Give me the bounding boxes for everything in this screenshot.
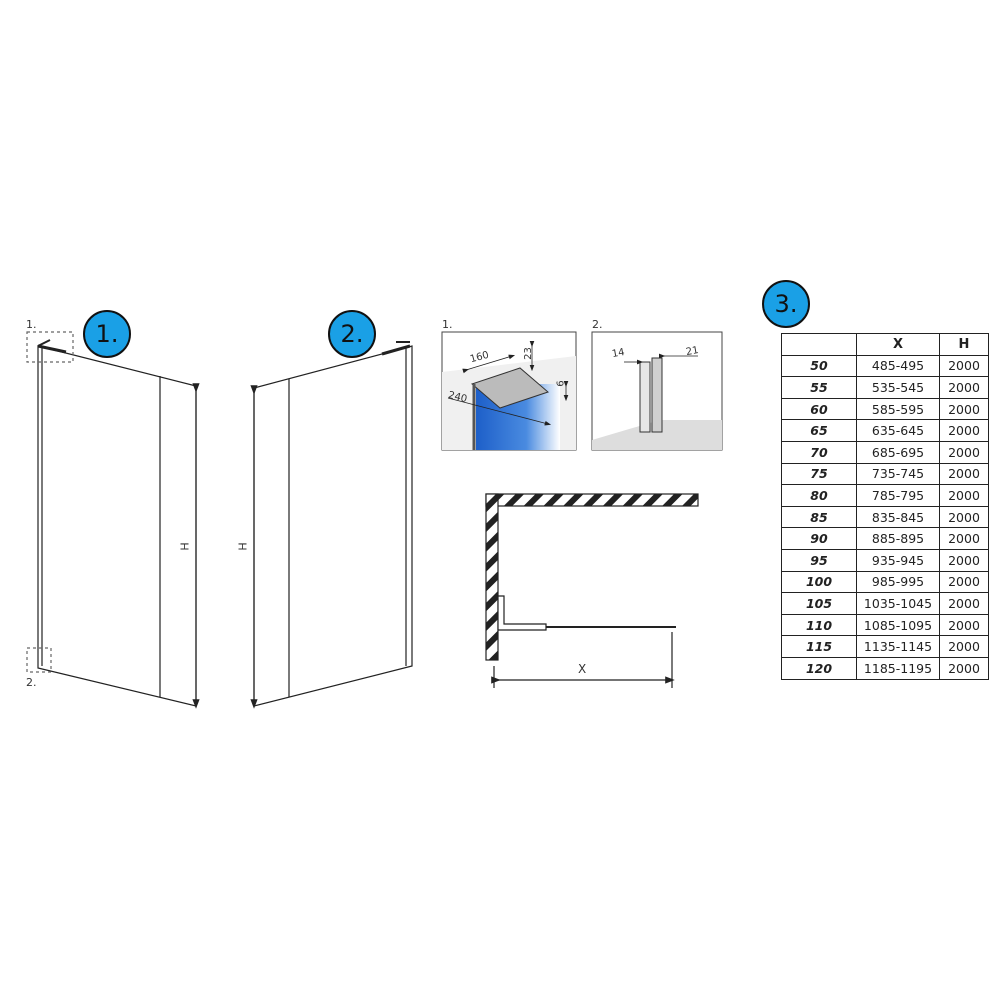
cell-x: 1035-1045 bbox=[856, 592, 940, 615]
detail-2-drawing bbox=[591, 331, 723, 451]
cell-width: 75 bbox=[781, 462, 857, 486]
cell-width: 80 bbox=[781, 484, 857, 507]
callout-badge-2: 2. bbox=[328, 310, 376, 358]
header-h: H bbox=[939, 333, 989, 356]
detail-1-label: 1. bbox=[442, 318, 453, 331]
cell-h: 2000 bbox=[939, 548, 989, 572]
cell-h: 2000 bbox=[939, 376, 989, 399]
table-header-row: X H bbox=[781, 333, 989, 356]
cell-h: 2000 bbox=[939, 635, 989, 658]
cell-width: 90 bbox=[781, 527, 857, 550]
header-width bbox=[781, 333, 857, 356]
detail-1-dim-6: 6 bbox=[555, 380, 567, 387]
cell-h: 2000 bbox=[939, 613, 989, 637]
detail-1-drawing bbox=[441, 331, 577, 451]
cell-x: 885-895 bbox=[856, 527, 940, 550]
cell-width: 55 bbox=[781, 376, 857, 399]
detail-2-dim-14: 14 bbox=[611, 346, 626, 361]
cell-x: 485-495 bbox=[856, 354, 940, 378]
plan-width-label: X bbox=[578, 662, 587, 676]
cell-width: 100 bbox=[781, 570, 857, 594]
callout-badge-1: 1. bbox=[83, 310, 131, 358]
cell-x: 935-945 bbox=[856, 548, 940, 572]
cell-width: 110 bbox=[781, 613, 857, 637]
height-label-right: H bbox=[236, 542, 250, 551]
header-x: X bbox=[856, 333, 940, 356]
callout-badge-3: 3. bbox=[762, 280, 810, 328]
cell-h: 2000 bbox=[939, 505, 989, 529]
cell-x: 685-695 bbox=[856, 440, 940, 464]
plan-view bbox=[485, 493, 699, 688]
cell-h: 2000 bbox=[939, 440, 989, 464]
cell-x: 835-845 bbox=[856, 505, 940, 529]
height-label-left: H bbox=[178, 542, 192, 551]
cell-x: 735-745 bbox=[856, 462, 940, 486]
panel-1-drawing bbox=[26, 331, 200, 709]
cell-width: 120 bbox=[781, 656, 857, 680]
cell-h: 2000 bbox=[939, 354, 989, 378]
cell-h: 2000 bbox=[939, 397, 989, 421]
cell-width: 115 bbox=[781, 635, 857, 658]
cell-width: 65 bbox=[781, 419, 857, 442]
detail-2-label: 2. bbox=[592, 318, 603, 331]
detail-1-dim-23: 23 bbox=[522, 347, 534, 360]
cell-width: 105 bbox=[781, 592, 857, 615]
cell-width: 70 bbox=[781, 440, 857, 464]
panel-2-drawing bbox=[250, 341, 413, 709]
cell-h: 2000 bbox=[939, 462, 989, 486]
detail-2-dim-21: 21 bbox=[685, 344, 700, 359]
cell-h: 2000 bbox=[939, 570, 989, 594]
cell-x: 535-545 bbox=[856, 376, 940, 399]
detail-ref-bottom: 2. bbox=[26, 676, 37, 689]
cell-x: 1135-1145 bbox=[856, 635, 940, 658]
cell-width: 50 bbox=[781, 354, 857, 378]
cell-x: 585-595 bbox=[856, 397, 940, 421]
cell-h: 2000 bbox=[939, 527, 989, 550]
cell-width: 60 bbox=[781, 397, 857, 421]
cell-x: 985-995 bbox=[856, 570, 940, 594]
cell-h: 2000 bbox=[939, 419, 989, 442]
cell-x: 635-645 bbox=[856, 419, 940, 442]
cell-width: 85 bbox=[781, 505, 857, 529]
cell-h: 2000 bbox=[939, 592, 989, 615]
detail-ref-top: 1. bbox=[26, 318, 37, 331]
cell-h: 2000 bbox=[939, 484, 989, 507]
cell-x: 1085-1095 bbox=[856, 613, 940, 637]
cell-x: 785-795 bbox=[856, 484, 940, 507]
cell-width: 95 bbox=[781, 548, 857, 572]
cell-x: 1185-1195 bbox=[856, 656, 940, 680]
cell-h: 2000 bbox=[939, 656, 989, 680]
